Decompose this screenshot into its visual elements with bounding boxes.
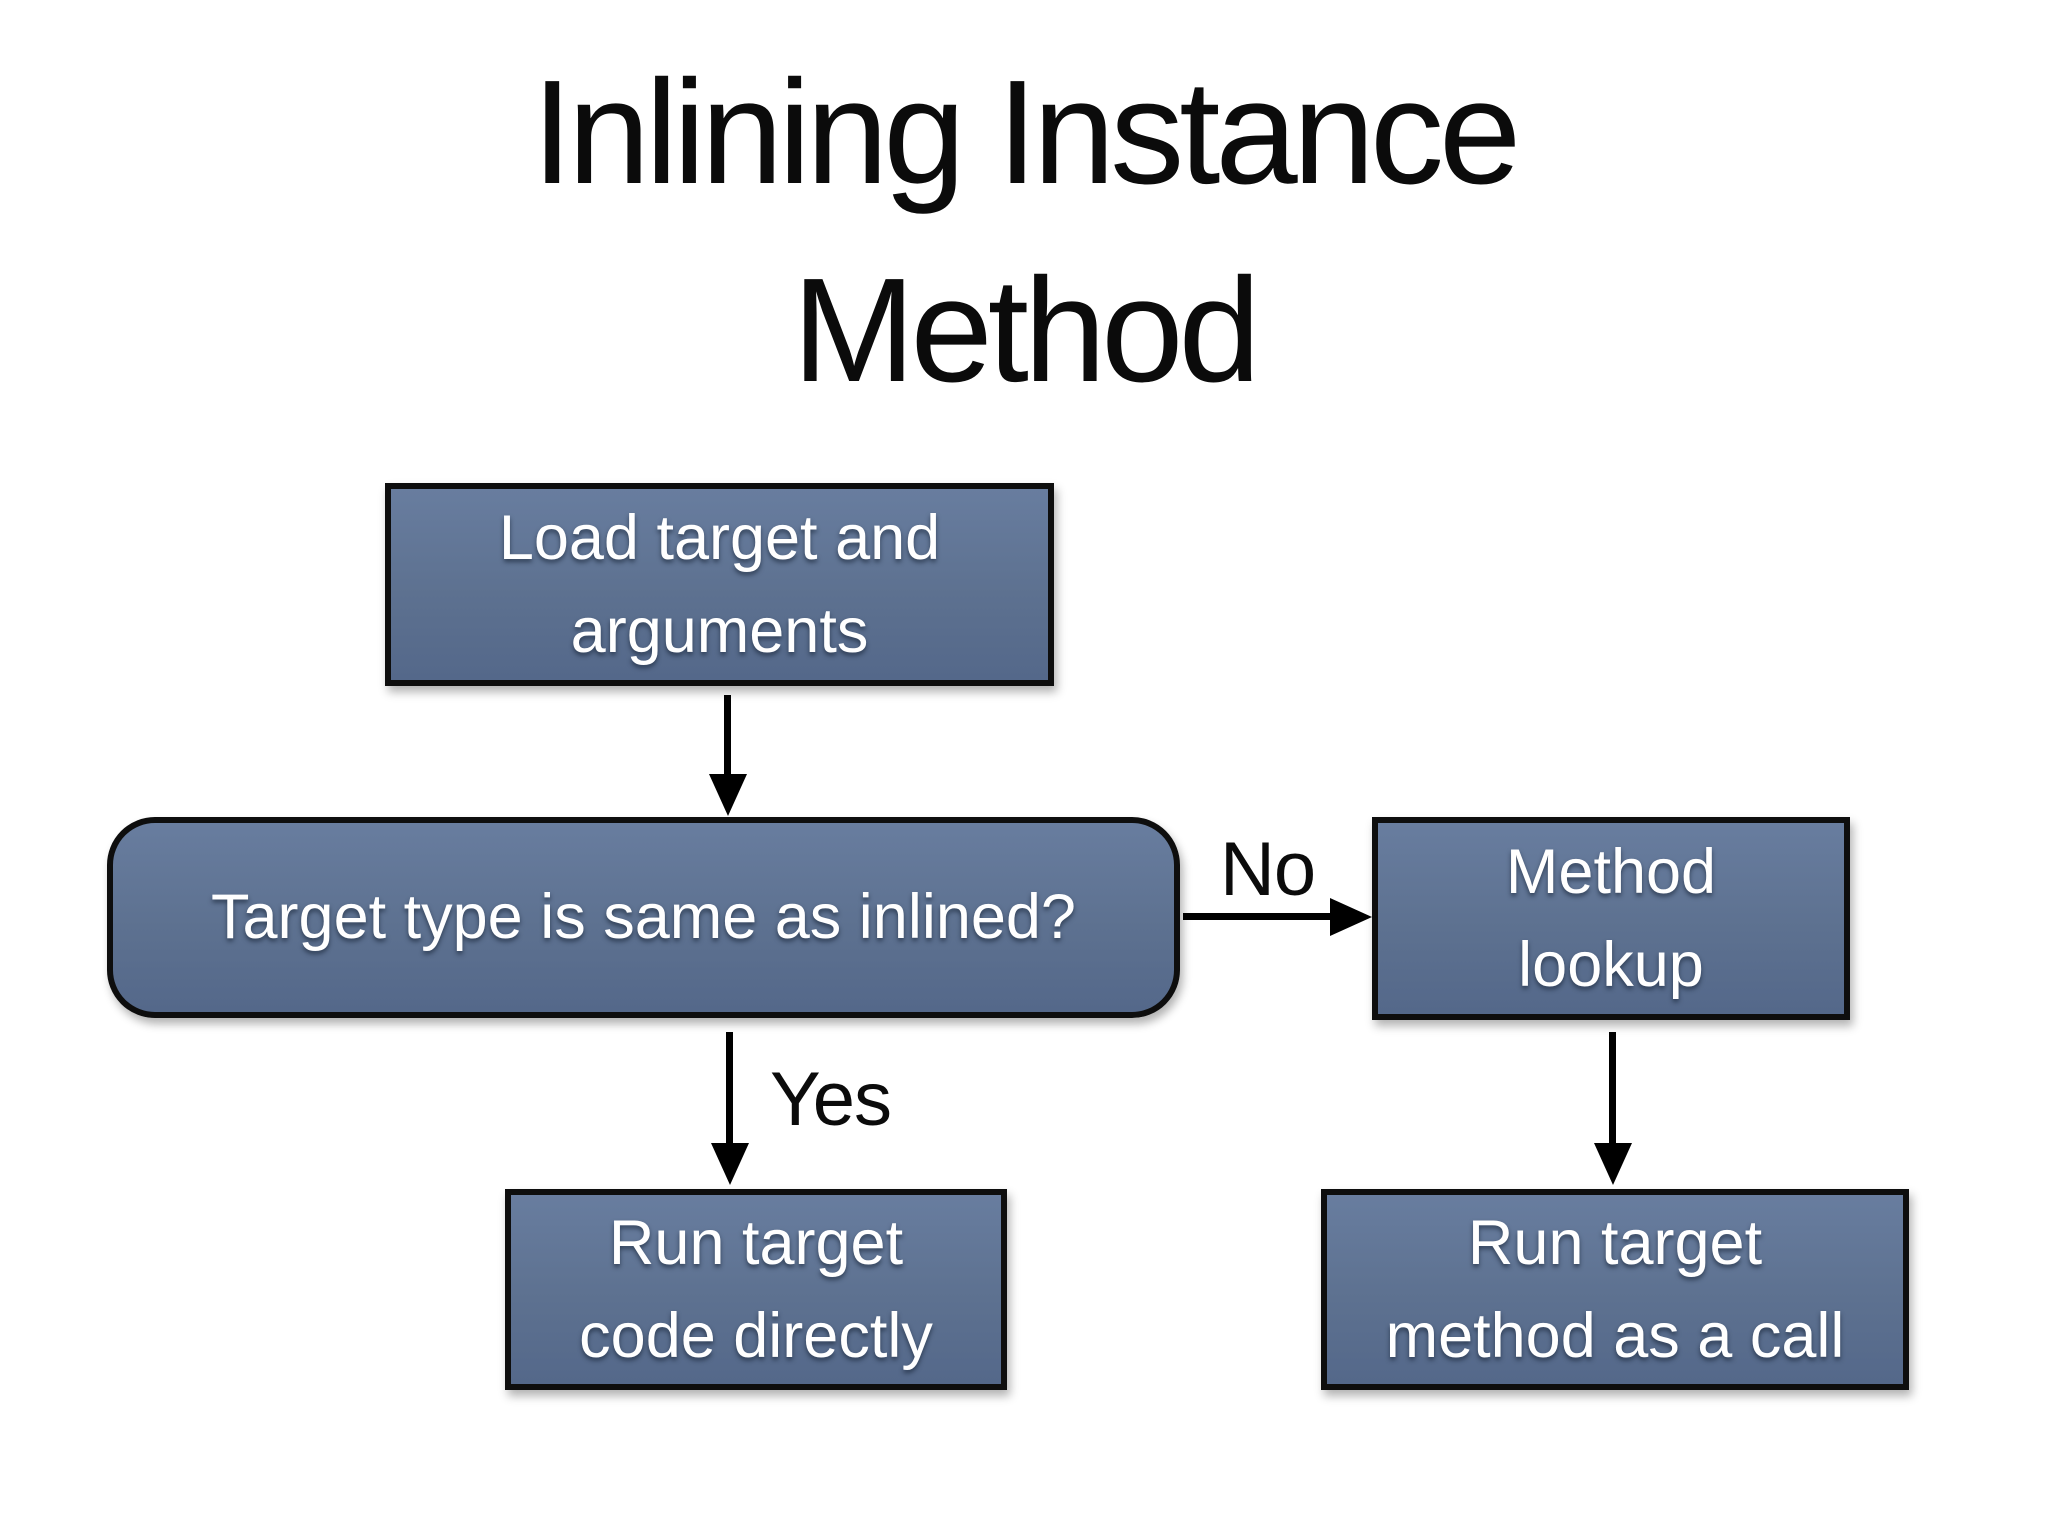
node-run-target-code-directly: Run target code directly	[505, 1189, 1007, 1390]
arrow-load-to-decision-line	[724, 695, 731, 777]
arrow-lookup-to-run-call-line	[1609, 1032, 1616, 1146]
title-line-2: Method	[792, 248, 1261, 413]
node-label-line: Run target	[1467, 1207, 1763, 1278]
arrow-decision-to-lookup-head-icon	[1330, 898, 1372, 936]
arrow-decision-to-run-direct-head-icon	[711, 1143, 749, 1185]
node-load-target-and-arguments: Load target and arguments	[385, 483, 1054, 686]
edge-label-yes: Yes	[770, 1057, 892, 1142]
node-run-target-method-as-a-call: Run target method as a call	[1321, 1189, 1909, 1390]
node-label-line: arguments	[570, 595, 869, 666]
node-label-line: Method	[1505, 836, 1717, 907]
node-label-line: Run target	[608, 1207, 904, 1278]
node-label-line: method as a call	[1385, 1300, 1845, 1371]
arrow-decision-to-lookup-line	[1183, 913, 1333, 920]
arrow-load-to-decision-head-icon	[709, 774, 747, 816]
node-label-line: code directly	[579, 1300, 933, 1371]
title-line-1: Inlining Instance	[531, 50, 1522, 215]
arrow-lookup-to-run-call-head-icon	[1594, 1143, 1632, 1185]
node-label-line: Target type is same as inlined?	[211, 882, 1076, 953]
edge-label-no: No	[1220, 827, 1316, 912]
node-method-lookup: Method lookup	[1372, 817, 1850, 1020]
node-label-line: lookup	[1518, 929, 1704, 1000]
arrow-decision-to-run-direct-line	[726, 1032, 733, 1146]
node-label-line: Load target and	[498, 502, 941, 573]
slide-title: Inlining Instance Method	[0, 34, 2048, 430]
node-decision-target-type-same-as-inlined: Target type is same as inlined?	[107, 817, 1180, 1018]
